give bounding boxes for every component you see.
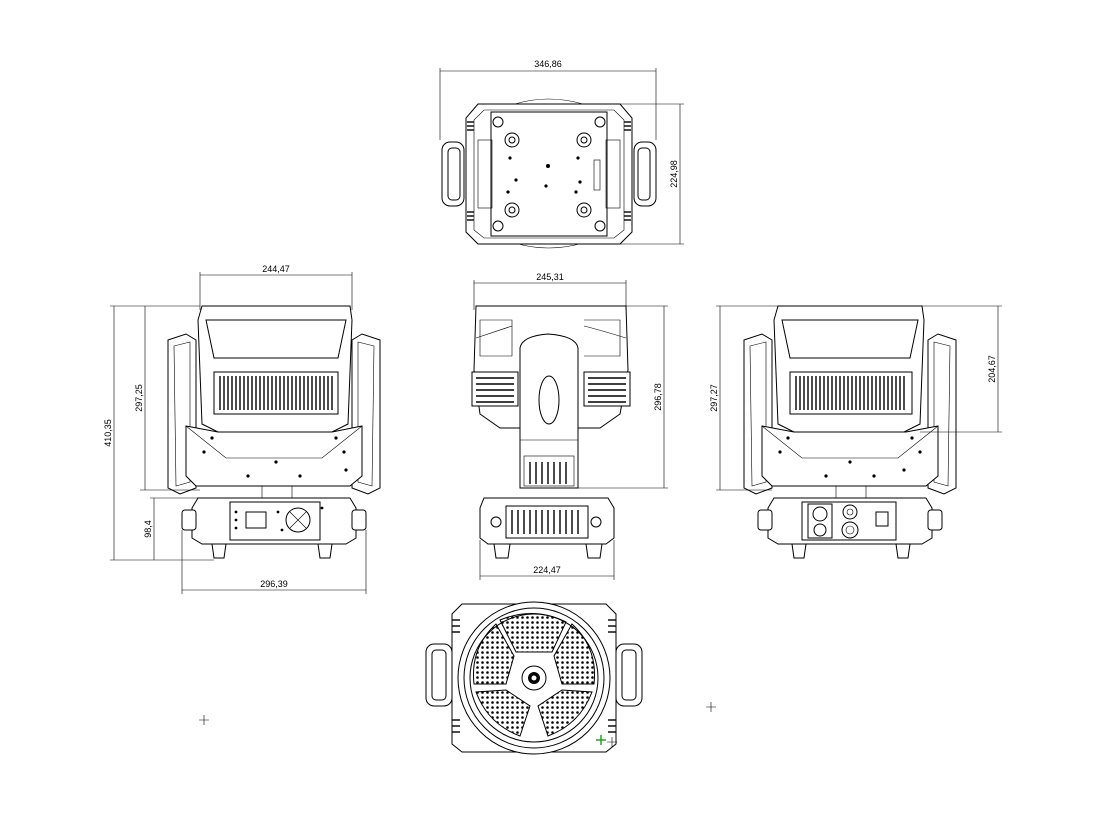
dim-left-base-width: 296,39 — [260, 579, 288, 589]
construction-marks — [199, 702, 716, 747]
lens-petals — [472, 612, 596, 737]
right-view — [743, 305, 957, 559]
origin-marker — [596, 735, 606, 745]
top-view-dimensions: 346,86 224,98 — [439, 59, 684, 245]
dim-front-height: 296,78 — [653, 383, 663, 411]
left-view-dimensions: 244,47 297,25 410,35 98,4 296,39 — [103, 264, 367, 594]
dim-left-total-height: 410,35 — [103, 419, 113, 447]
dim-left-base-height: 98,4 — [143, 520, 153, 538]
front-view-dimensions: 245,31 296,78 224,47 — [473, 272, 668, 580]
dim-front-base-width: 224,47 — [533, 565, 561, 575]
dim-right-height: 297,27 — [709, 384, 719, 412]
dim-right-head-height: 204,67 — [987, 355, 997, 383]
lens-view — [425, 601, 643, 755]
dim-front-head-width: 245,31 — [536, 272, 564, 282]
right-view-dimensions: 297,27 204,67 — [709, 305, 1002, 491]
top-view — [441, 98, 657, 249]
dim-top-width: 346,86 — [534, 59, 562, 69]
left-view — [167, 305, 381, 559]
front-view — [471, 305, 631, 559]
dim-left-head-width: 244,47 — [262, 264, 290, 274]
dim-top-depth: 224,98 — [669, 160, 679, 188]
dim-left-height-upper: 297,25 — [134, 384, 144, 412]
